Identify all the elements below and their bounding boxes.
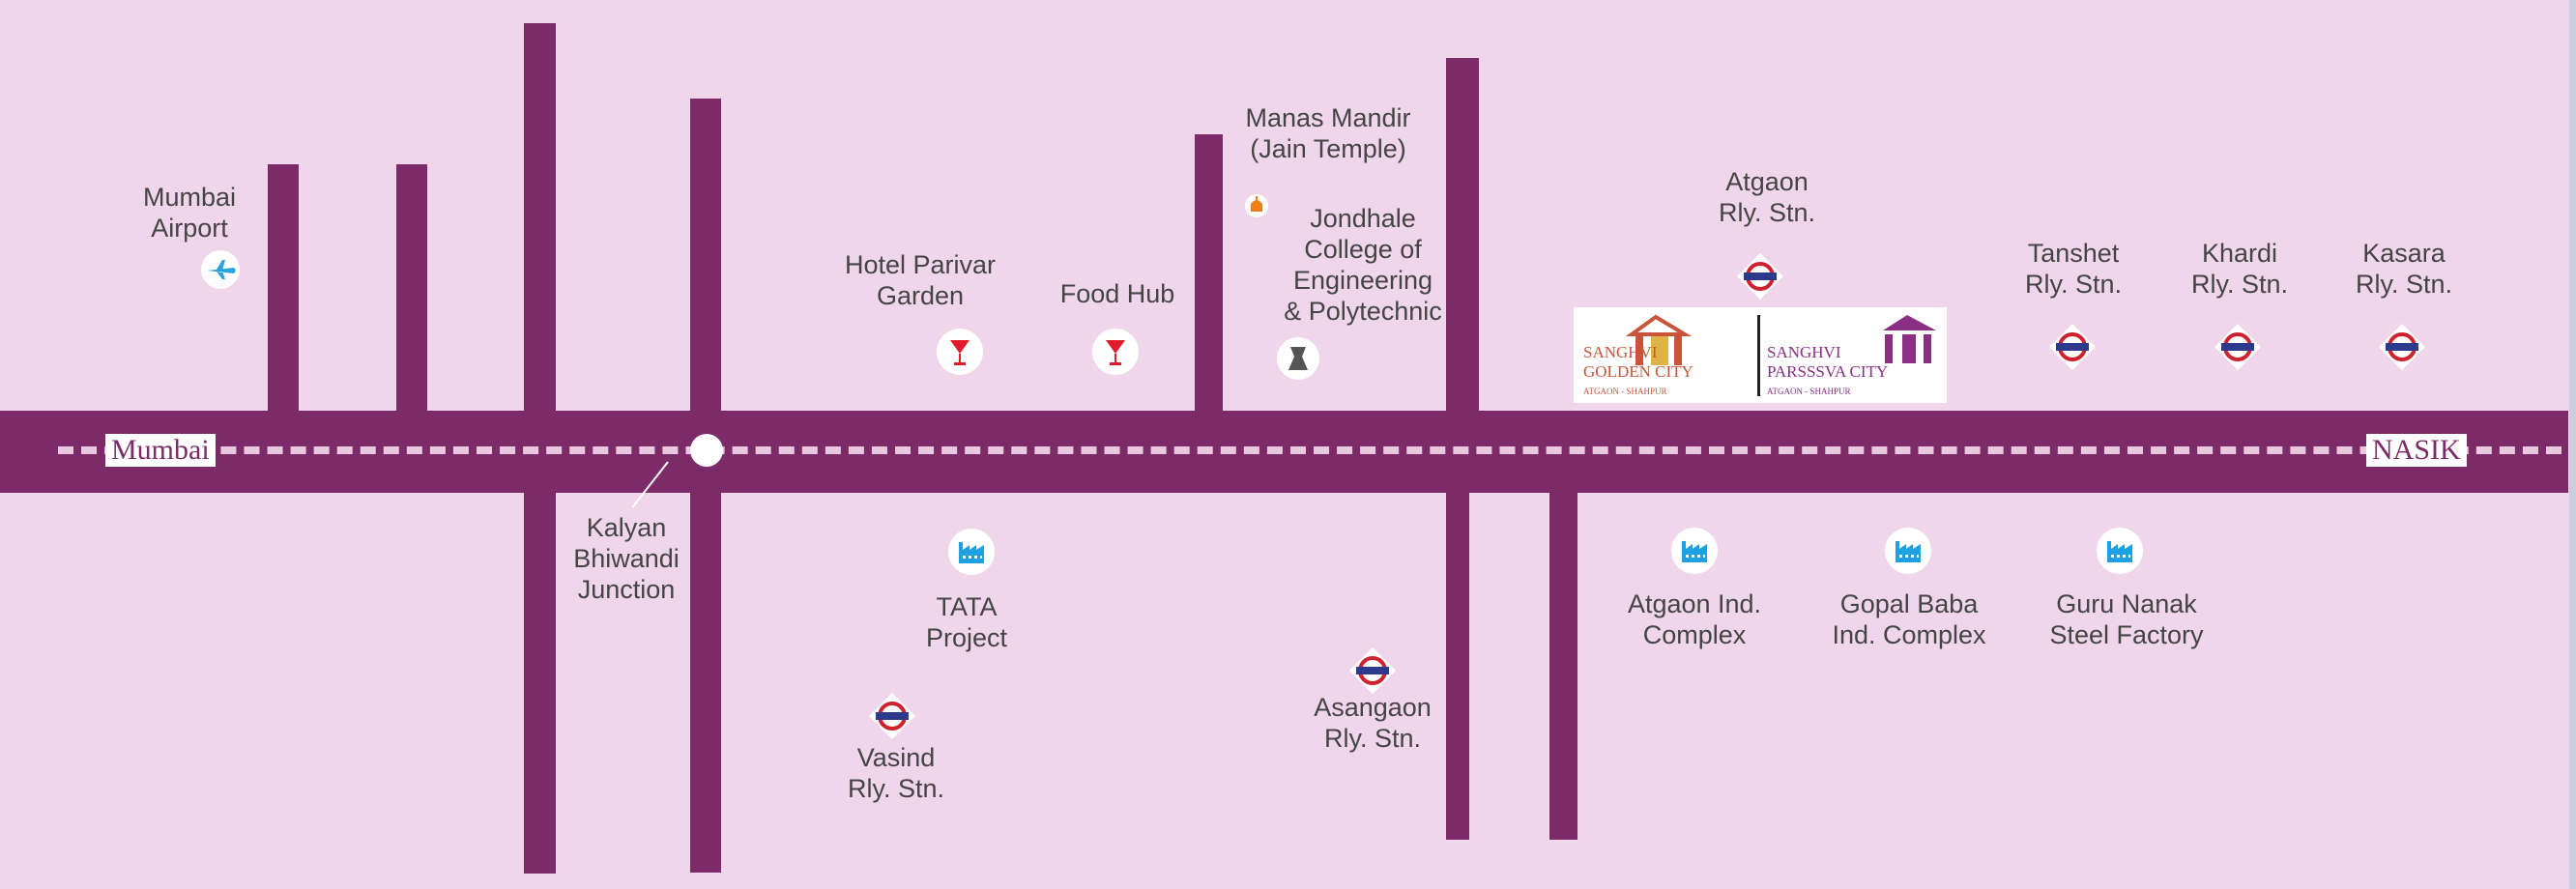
poi-label: Atgaon Rly. Stn. [1718, 167, 1816, 227]
poi-label: Khardi Rly. Stn. [2190, 239, 2289, 299]
railway-station-icon [2047, 322, 2098, 372]
poi-label: Guru Nanak Steel Factory [2049, 589, 2204, 649]
svg-text:SANGHVI: SANGHVI [1767, 343, 1841, 361]
road-centerline [58, 446, 2562, 454]
svg-text:ATGAON - SHAHPUR: ATGAON - SHAHPUR [1767, 387, 1851, 396]
side-road [1195, 134, 1223, 415]
railway-station-icon [867, 691, 917, 741]
factory-icon [1669, 526, 1720, 576]
side-road [1549, 488, 1577, 840]
svg-text:SANGHVI: SANGHVI [1583, 343, 1658, 361]
svg-text:GOLDEN CITY: GOLDEN CITY [1583, 362, 1693, 381]
poi-label: Tanshet Rly. Stn. [2024, 239, 2123, 299]
side-road [690, 99, 721, 873]
airplane-icon [195, 244, 246, 295]
poi-label: Jondhale College of Engineering & Polyte… [1284, 204, 1442, 326]
poi-label: Gopal Baba Ind. Complex [1832, 589, 1986, 649]
college-icon [1273, 333, 1323, 384]
poi-label: Kalyan Bhiwandi Junction [573, 513, 680, 604]
cocktail-icon [1090, 327, 1141, 377]
railway-station-icon [1347, 645, 1398, 696]
poi-label: Kasara Rly. Stn. [2355, 239, 2453, 299]
side-road [396, 164, 427, 416]
svg-text:ATGAON - SHAHPUR: ATGAON - SHAHPUR [1583, 387, 1667, 396]
factory-icon [2095, 526, 2145, 576]
junction-marker [690, 434, 723, 467]
poi-label: Asangaon Rly. Stn. [1314, 693, 1432, 753]
factory-icon [946, 527, 997, 577]
temple-icon [1231, 181, 1282, 231]
poi-label: Manas Mandir (Jain Temple) [1245, 103, 1411, 163]
start-city-label: Mumbai [105, 434, 216, 467]
project-logo: SANGHVI GOLDEN CITY ATGAON - SHAHPUR SAN… [1574, 307, 1947, 403]
svg-text:PARSSSVA CITY: PARSSSVA CITY [1767, 362, 1888, 381]
railway-station-icon [1735, 251, 1785, 301]
poi-label: TATA Project [925, 592, 1008, 652]
end-city-label: NASIK [2366, 434, 2467, 467]
poi-label: Atgaon Ind. Complex [1627, 589, 1762, 649]
edge-strip [2569, 0, 2576, 889]
poi-label: Food Hub [1059, 279, 1175, 308]
railway-station-icon [2377, 322, 2427, 372]
side-road [268, 164, 299, 416]
poi-label: Mumbai Airport [142, 183, 237, 243]
railway-station-icon [2213, 322, 2263, 372]
poi-label: Hotel Parivar Garden [844, 250, 997, 310]
side-road [1446, 488, 1469, 840]
cocktail-icon [935, 327, 985, 377]
factory-icon [1883, 526, 1933, 576]
side-road [1446, 58, 1479, 416]
poi-label: Vasind Rly. Stn. [847, 743, 945, 803]
